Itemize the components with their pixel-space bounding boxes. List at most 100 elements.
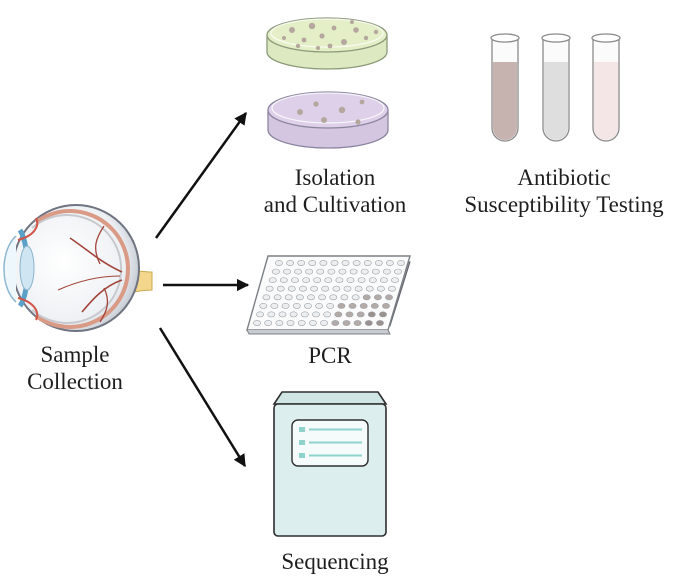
pcr-well (284, 294, 293, 301)
pcr-well (352, 260, 361, 266)
pcr-well (315, 302, 323, 309)
pcr-well (289, 311, 298, 318)
eye-icon (3, 204, 153, 332)
pcr-well (300, 311, 309, 318)
pcr-well (292, 302, 301, 309)
pcr-well (340, 294, 349, 301)
label-sample-line1: Sample (40, 342, 110, 367)
sequencer-icon (272, 391, 388, 537)
pcr-well (330, 260, 339, 266)
pcr-plate-icon (246, 255, 411, 335)
pcr-well (302, 277, 310, 283)
label-antibiotic-testing: Antibiotic Susceptibility Testing (445, 164, 683, 218)
pcr-well (286, 320, 295, 326)
pcr-well (360, 268, 369, 275)
pcr-well (310, 285, 318, 292)
pcr-well (362, 294, 371, 301)
pcr-well (363, 260, 372, 266)
pcr-well (320, 320, 328, 326)
pcr-well (349, 268, 358, 275)
pcr-well (273, 294, 282, 301)
pcr-well (303, 302, 312, 309)
pcr-well (286, 260, 294, 266)
label-sample-collection: Sample Collection (10, 341, 140, 395)
pcr-well (335, 277, 344, 283)
pcr-well (364, 320, 373, 326)
pcr-well (265, 285, 274, 292)
pcr-well (359, 302, 368, 309)
pcr-well (338, 268, 347, 275)
label-pcr: PCR (308, 343, 352, 368)
pcr-well (307, 294, 315, 301)
pcr-well (319, 260, 328, 266)
pcr-well (308, 260, 317, 266)
test-tube-icon (541, 33, 571, 142)
pcr-well (342, 320, 351, 326)
pcr-well (341, 260, 350, 266)
pcr-well (264, 320, 273, 326)
pcr-well (373, 294, 382, 301)
pcr-well (385, 260, 394, 266)
pcr-well (354, 285, 363, 292)
pcr-well (334, 311, 343, 318)
pcr-well (356, 311, 365, 318)
pcr-well (323, 311, 332, 318)
pcr-well (279, 277, 288, 283)
pcr-well (262, 294, 271, 301)
pcr-well (316, 268, 325, 275)
pcr-well (308, 320, 317, 326)
pcr-well (281, 302, 290, 309)
label-isolation-line1: Isolation (294, 165, 376, 190)
pcr-well (382, 302, 390, 309)
pcr-well (283, 268, 291, 275)
pcr-well (313, 277, 322, 283)
petri-dish-icon (267, 91, 389, 149)
label-isolation-line2: and Cultivation (263, 192, 407, 217)
pcr-well (337, 302, 346, 309)
pcr-well (353, 320, 362, 326)
pcr-well (312, 311, 320, 318)
pcr-well (379, 311, 387, 318)
test-tube-icon (490, 33, 520, 142)
pcr-well (345, 311, 354, 318)
pcr-well (295, 294, 304, 301)
pcr-well (357, 277, 366, 283)
pcr-well (385, 294, 393, 301)
petri-dish-icon (266, 17, 388, 70)
arrow-to-sequencing (158, 327, 247, 468)
pcr-well (276, 285, 285, 292)
arrow-to-isolation (154, 111, 248, 239)
pcr-well (275, 320, 284, 326)
pcr-well (394, 268, 402, 275)
label-ast-line2: Susceptibility Testing (464, 192, 664, 217)
label-sequencing: Sequencing (281, 549, 389, 574)
pcr-well (365, 285, 374, 292)
pcr-well (275, 260, 283, 266)
pcr-well (297, 260, 306, 266)
pcr-well (294, 268, 302, 275)
pcr-well (343, 285, 352, 292)
pcr-well (270, 302, 279, 309)
pcr-well (374, 260, 383, 266)
pcr-well (376, 285, 385, 292)
label-sample-line2: Collection (27, 369, 123, 394)
pcr-well (305, 268, 314, 275)
pcr-well (346, 277, 355, 283)
label-ast-line1: Antibiotic (517, 165, 611, 190)
pcr-well (290, 277, 299, 283)
pcr-well (299, 285, 307, 292)
pcr-well (287, 285, 296, 292)
pcr-well (278, 311, 287, 318)
pcr-well (348, 302, 357, 309)
pcr-well (268, 277, 277, 283)
pcr-well (351, 294, 360, 301)
pcr-well (331, 320, 340, 326)
pcr-well (321, 285, 330, 292)
pcr-well (259, 302, 268, 309)
pcr-well (376, 320, 384, 326)
pcr-well (326, 302, 335, 309)
pcr-well (382, 268, 391, 275)
pcr-well (397, 260, 405, 266)
